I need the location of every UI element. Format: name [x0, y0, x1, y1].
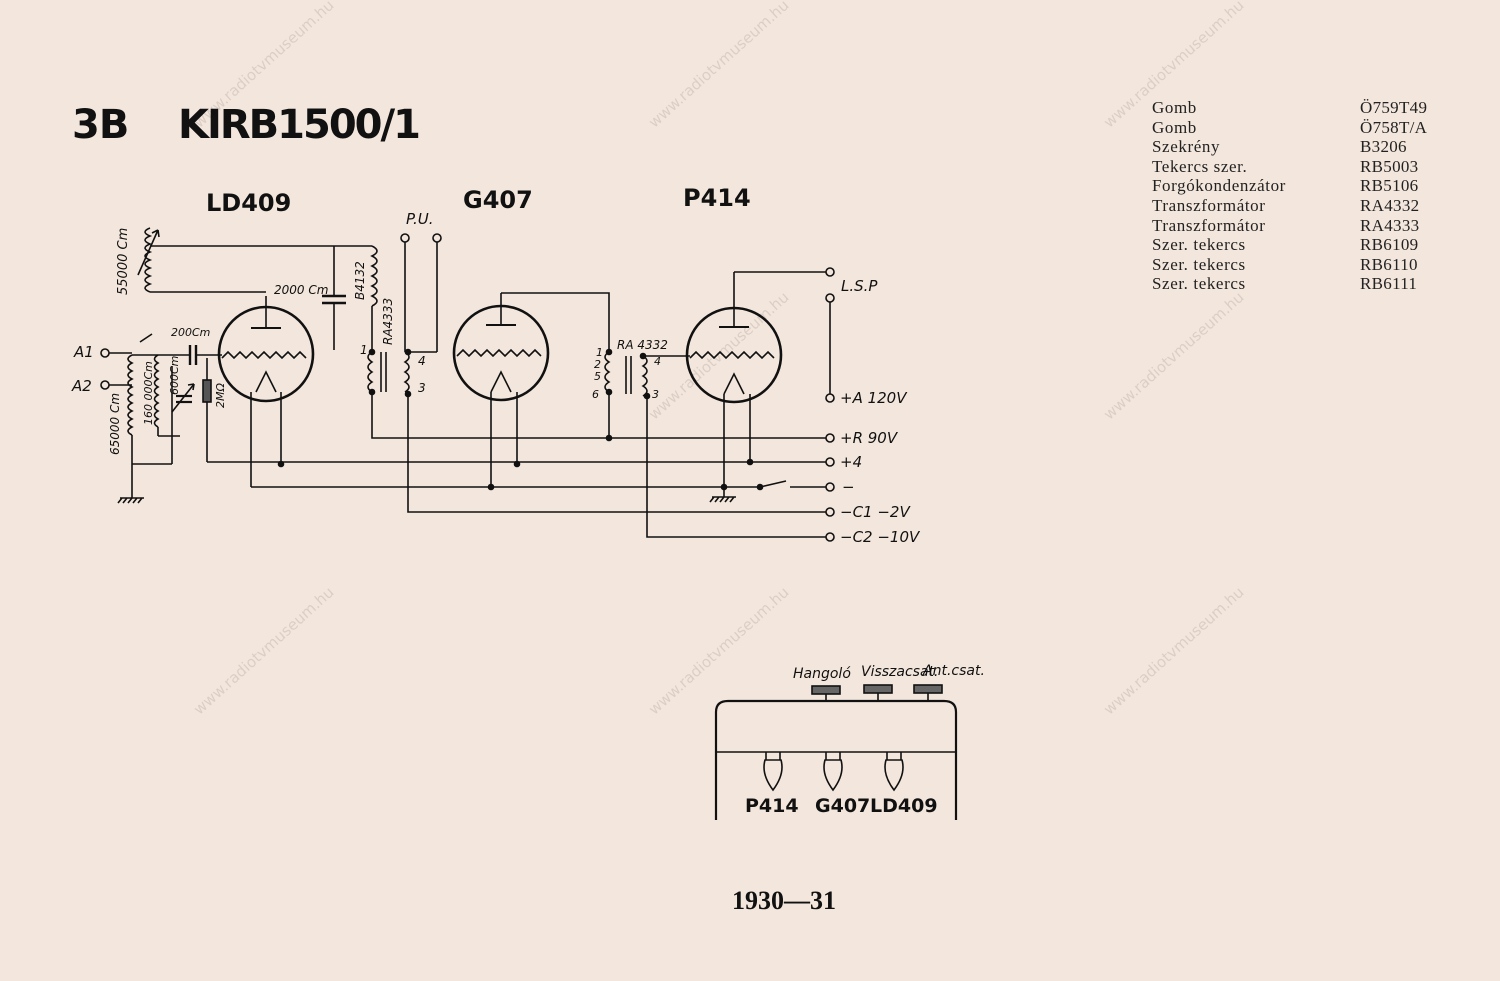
pin-label: 2: [594, 358, 601, 371]
tube-p414: [685, 272, 783, 404]
coil-55000: [137, 227, 334, 293]
terminal-label: −C1 −2V: [840, 503, 911, 521]
tube-ld409: [217, 296, 315, 403]
label-a2: A2: [71, 377, 92, 395]
pu-jack-1: [400, 233, 410, 243]
model-name: KIRB1500/1: [178, 102, 421, 148]
parts-row: Gomb Ö759T49: [1152, 98, 1442, 118]
resistor-2mohm: [202, 379, 212, 403]
transformer-ra4332: [604, 348, 651, 400]
panel-tube-label: LD409: [870, 795, 938, 817]
part-name: Szekrény: [1152, 137, 1221, 157]
label-2000cm: 2000 Cm: [274, 283, 328, 297]
pin-label: 1: [596, 346, 603, 359]
label-a1: A1: [73, 343, 94, 361]
tube-label-g407: G407: [463, 186, 533, 214]
label-55000: 55000 Cm: [116, 228, 131, 295]
parts-row: Gomb Ö758T/A: [1152, 118, 1442, 138]
antenna-terminal-a1: [100, 348, 110, 358]
model-code: 3B: [72, 102, 129, 148]
label-600cm: 600Cm: [168, 356, 181, 395]
panel-control-label: Hangoló: [793, 666, 851, 682]
label-65000: 65000 Cm: [108, 393, 122, 455]
part-name: Gomb: [1152, 98, 1197, 117]
pin-label: 3: [652, 388, 659, 401]
label-b4132: B4132: [353, 261, 367, 300]
panel-tube-label: P414: [745, 795, 799, 817]
label-pu: P.U.: [406, 210, 434, 228]
part-name: Gomb: [1152, 117, 1197, 137]
part-code: Ö759T49: [1360, 98, 1428, 117]
parts-row: Szer. tekercs RB6109: [1152, 235, 1442, 255]
part-code: RB6110: [1360, 254, 1418, 274]
part-name: Transzformátor: [1152, 195, 1266, 215]
part-code: RA4333: [1360, 215, 1420, 235]
tube-label-p414: P414: [683, 184, 751, 212]
year-label: 1930—31: [732, 886, 836, 915]
tube-label-ld409: LD409: [206, 189, 291, 217]
part-code: RB5003: [1360, 156, 1419, 176]
label-lsp: L.S.P: [841, 277, 878, 295]
terminal-label: +4: [840, 453, 862, 471]
part-code: RB5106: [1360, 176, 1419, 196]
pin-label: 4: [654, 355, 661, 368]
tube-g407: [452, 293, 550, 402]
speaker-terminal-2: [825, 293, 835, 303]
coil-b4132: [370, 245, 378, 307]
coil-160000: [153, 354, 160, 428]
part-code: RB6111: [1360, 274, 1418, 294]
part-name: Forgókondenzátor: [1152, 176, 1286, 196]
part-name: Szer. tekercs: [1152, 254, 1246, 274]
panel-tube-label: G407: [815, 795, 870, 817]
ground-symbol: [117, 497, 144, 504]
terminal-label: −: [842, 478, 855, 496]
part-name: Szer. tekercs: [1152, 235, 1246, 255]
transformer-ra4333: [367, 348, 412, 398]
panel-control-label: Ant.csat.: [922, 663, 985, 679]
label-2mohm: 2MΩ: [214, 383, 227, 408]
parts-row: Szer. tekercs RB6110: [1152, 255, 1442, 275]
part-name: Szer. tekercs: [1152, 274, 1246, 294]
parts-row: Tekercs szer. RB5003: [1152, 157, 1442, 177]
part-name: Tekercs szer.: [1152, 156, 1248, 176]
parts-row: Transzformátor RA4333: [1152, 216, 1442, 236]
pin-label: 1: [360, 343, 368, 357]
pin-label: 6: [592, 388, 599, 401]
part-code: Ö758T/A: [1360, 117, 1428, 137]
panel-control-label: Visszacsat.: [861, 664, 939, 680]
parts-row: Forgókondenzátor RB5106: [1152, 176, 1442, 196]
parts-row: Transzformátor RA4332: [1152, 196, 1442, 216]
supply-terminals: [825, 393, 835, 542]
pin-label: 3: [418, 381, 426, 395]
parts-row: Szer. tekercs RB6111: [1152, 274, 1442, 294]
label-160000: 160 000Cm: [142, 361, 155, 425]
part-code: RA4332: [1360, 195, 1420, 215]
antenna-terminal-a2: [100, 380, 110, 390]
label-ra4332: RA 4332: [617, 338, 668, 352]
parts-row: Szekrény B3206: [1152, 137, 1442, 157]
part-code: RB6109: [1360, 235, 1419, 255]
part-name: Transzformátor: [1152, 215, 1266, 235]
terminal-label: −C2 −10V: [840, 528, 921, 546]
terminal-label: +A 120V: [840, 389, 908, 407]
pin-label: 4: [418, 354, 426, 368]
part-code: B3206: [1360, 137, 1407, 157]
pin-label: 5: [594, 370, 601, 383]
label-200cm: 200Cm: [171, 326, 210, 339]
speaker-terminal-1: [825, 267, 835, 277]
pu-jack-2: [432, 233, 442, 243]
terminal-label: +R 90V: [840, 429, 899, 447]
chassis-layout: [714, 684, 958, 820]
label-ra4333: RA4333: [381, 298, 395, 345]
coil-65000: [127, 354, 134, 436]
